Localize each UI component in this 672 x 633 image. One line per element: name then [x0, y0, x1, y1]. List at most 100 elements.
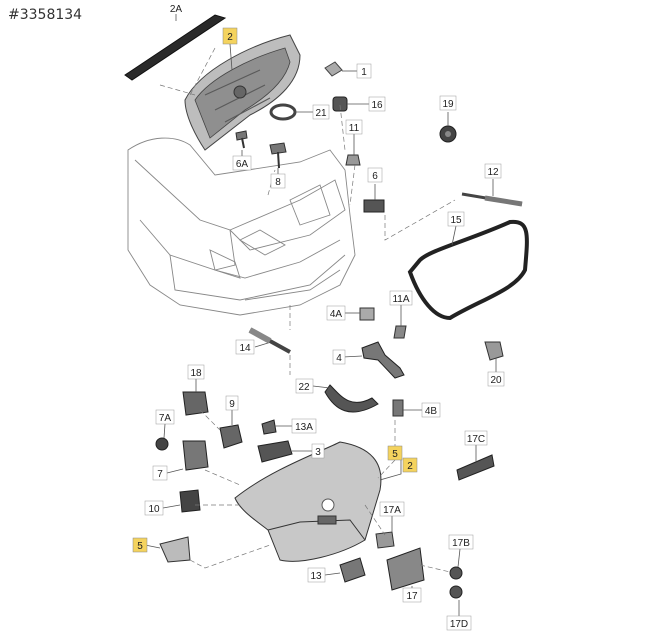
part-17-plate-holder	[386, 547, 425, 591]
label-4B: 4B	[421, 402, 441, 418]
label-18: 18	[187, 364, 205, 380]
label-6A: 6A	[232, 155, 252, 171]
part-4-hinge	[361, 341, 405, 379]
svg-text:21: 21	[315, 108, 327, 119]
svg-text:4: 4	[336, 353, 342, 364]
label-17B: 17B	[448, 534, 474, 550]
leader-lines	[144, 14, 497, 616]
label-9: 9	[225, 395, 239, 411]
svg-text:17: 17	[406, 591, 418, 602]
trunk-lid-lower	[234, 441, 382, 562]
svg-text:2: 2	[407, 461, 413, 472]
label-4: 4	[332, 349, 346, 365]
svg-text:11: 11	[349, 123, 360, 134]
svg-text:2: 2	[227, 32, 233, 43]
svg-text:13: 13	[310, 571, 322, 582]
svg-text:5: 5	[137, 541, 143, 552]
label-11A: 11A	[389, 290, 413, 306]
svg-text:7: 7	[157, 469, 163, 480]
part-20-latch-bracket	[484, 341, 504, 361]
part-18-motor	[182, 391, 209, 416]
part-22-hinge-arm	[324, 384, 379, 413]
label-17C: 17C	[464, 430, 488, 446]
label-2-top: 2	[222, 27, 238, 45]
part-11-bump-stop	[345, 154, 361, 166]
part-10-switch	[179, 489, 201, 513]
part-5-lock-cover	[159, 536, 191, 563]
svg-text:2A: 2A	[170, 4, 183, 15]
part-17A-clip	[375, 531, 395, 549]
part-16-buffer	[332, 96, 348, 112]
part-13-lamp	[339, 557, 366, 583]
label-3: 3	[311, 443, 325, 459]
label-4A: 4A	[326, 305, 346, 321]
part-17B-screw	[449, 566, 463, 580]
label-1: 1	[356, 63, 372, 79]
svg-text:17B: 17B	[452, 538, 470, 549]
label-22: 22	[295, 378, 314, 394]
part-9-latch	[219, 424, 243, 449]
svg-text:5: 5	[392, 449, 398, 460]
svg-text:4A: 4A	[330, 309, 343, 320]
svg-text:8: 8	[275, 177, 281, 188]
label-17A: 17A	[379, 501, 405, 517]
part-14-gas-strut	[248, 327, 291, 354]
part-13A-rubber	[261, 419, 277, 435]
svg-text:17C: 17C	[467, 434, 485, 445]
part-19-seal-plug	[439, 125, 457, 143]
label-16: 16	[368, 96, 386, 112]
svg-text:6A: 6A	[236, 159, 249, 170]
label-2A: 2A	[167, 2, 185, 15]
part-4A-bolt	[359, 307, 375, 321]
svg-text:18: 18	[190, 368, 202, 379]
part-6-bracket	[363, 199, 385, 213]
label-7: 7	[152, 465, 168, 481]
label-10: 10	[144, 500, 164, 516]
part-4B-bolt	[392, 399, 404, 417]
part-17C-strip	[456, 454, 495, 481]
label-13A: 13A	[291, 418, 317, 434]
label-5-left: 5	[132, 537, 148, 553]
svg-text:10: 10	[148, 504, 160, 515]
part-21-grommet	[269, 103, 297, 121]
label-6: 6	[367, 167, 383, 183]
label-2-lower: 2	[402, 457, 418, 473]
part-1-bump-stop	[324, 61, 343, 77]
label-5-right: 5	[387, 445, 403, 461]
svg-text:19: 19	[442, 99, 454, 110]
label-17D: 17D	[446, 615, 472, 631]
label-7A: 7A	[155, 409, 175, 425]
label-15: 15	[447, 211, 465, 227]
label-19: 19	[439, 95, 457, 111]
label-12: 12	[484, 163, 502, 179]
label-13: 13	[307, 567, 326, 583]
car-body	[127, 137, 356, 316]
svg-text:17D: 17D	[450, 619, 468, 630]
svg-text:17A: 17A	[383, 505, 401, 516]
svg-text:22: 22	[298, 382, 310, 393]
svg-text:12: 12	[487, 167, 499, 178]
label-11: 11	[345, 119, 363, 135]
part-3-handle	[257, 440, 293, 463]
svg-text:14: 14	[239, 343, 251, 354]
svg-text:9: 9	[229, 399, 235, 410]
svg-text:20: 20	[490, 375, 502, 386]
part-6A-screw	[235, 130, 248, 149]
part-17D-screw	[449, 585, 463, 599]
label-8: 8	[270, 173, 286, 189]
svg-text:6: 6	[372, 171, 378, 182]
trunk-lid-upper	[184, 34, 301, 151]
svg-text:16: 16	[371, 100, 383, 111]
svg-text:7A: 7A	[159, 413, 172, 424]
part-8-bolt	[269, 142, 287, 169]
svg-text:4B: 4B	[425, 406, 438, 417]
part-7-lock	[182, 440, 209, 471]
svg-text:15: 15	[450, 215, 462, 226]
spoiler-strip	[124, 14, 227, 81]
svg-text:11A: 11A	[392, 294, 409, 305]
label-20: 20	[487, 371, 505, 387]
part-15-trunk-seal	[407, 219, 529, 321]
part-11A-bump-stop	[393, 325, 407, 339]
svg-text:1: 1	[361, 67, 367, 78]
